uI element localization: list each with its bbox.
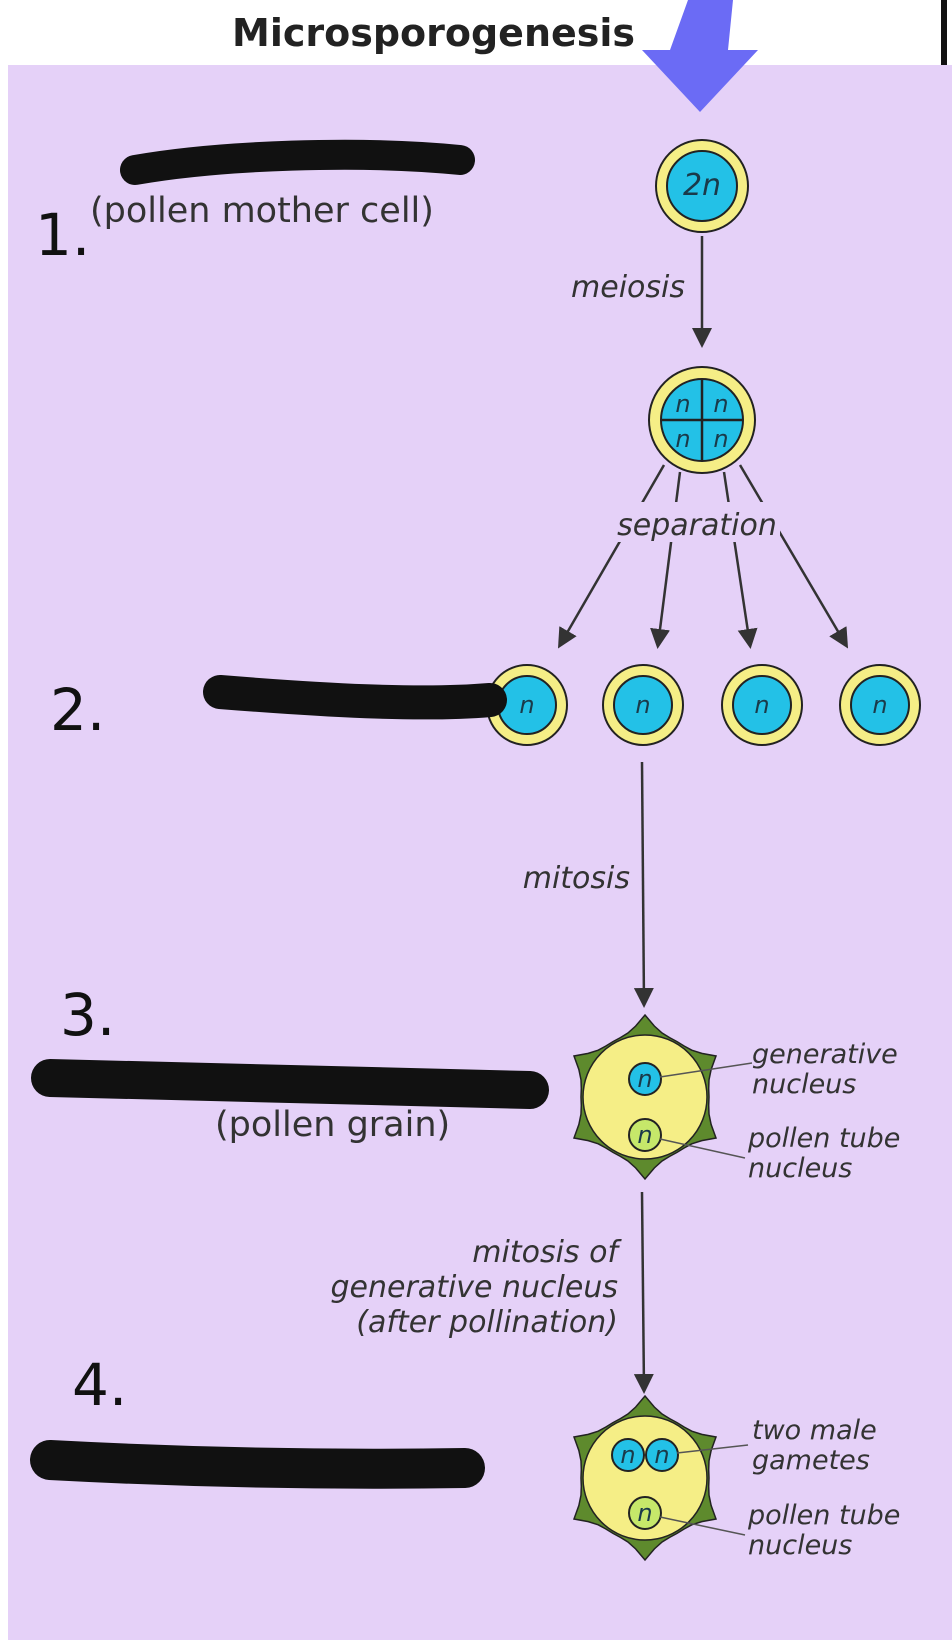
pollen-tube2-label-1: pollen tube bbox=[747, 1500, 900, 1531]
male-gamete-2 bbox=[645, 1438, 679, 1472]
gametes-label-1: two male bbox=[752, 1415, 877, 1446]
pollen-tube-nucleus-n: n bbox=[637, 1121, 652, 1149]
microspore-2: n bbox=[602, 664, 684, 746]
separation-label-bg bbox=[610, 502, 780, 542]
tetrad-n-2: n bbox=[713, 390, 728, 418]
generative-nucleus-n: n bbox=[637, 1065, 652, 1093]
microspore-4: n bbox=[839, 664, 921, 746]
generative-mitosis-arrow bbox=[633, 1191, 654, 1394]
male-gamete-1 bbox=[611, 1438, 645, 1472]
pollen-tube-nucleus-2 bbox=[628, 1496, 662, 1530]
redaction-scribble-1 bbox=[120, 139, 475, 185]
handwritten-number-4: 4. bbox=[72, 1351, 127, 1419]
tetrad-n-4: n bbox=[713, 425, 728, 453]
male-gamete-2-n: n bbox=[654, 1441, 669, 1469]
ploidy-2n-label: 2n bbox=[683, 168, 721, 203]
separation-arrow-3 bbox=[722, 471, 758, 649]
pollen-mother-cell-label: (pollen mother cell) bbox=[90, 191, 434, 231]
pollen-tube-label-1: pollen tube bbox=[747, 1123, 900, 1154]
separation-arrow-1 bbox=[557, 464, 666, 649]
generative-mitosis-label-1: mitosis of bbox=[472, 1235, 622, 1270]
tetrad-n-1: n bbox=[675, 390, 690, 418]
gametes-label-2: gametes bbox=[752, 1445, 870, 1476]
pollen-tube-nucleus-2-n: n bbox=[637, 1499, 652, 1527]
mitosis-label: mitosis bbox=[523, 861, 630, 896]
redaction-scribble-2 bbox=[203, 675, 507, 720]
microspore-1-n: n bbox=[519, 691, 534, 719]
redaction-scribble-4 bbox=[30, 1440, 485, 1489]
microspore-3: n bbox=[721, 664, 803, 746]
male-gamete-1-n: n bbox=[620, 1441, 635, 1469]
separation-arrow-2 bbox=[650, 471, 682, 649]
generative-nucleus bbox=[628, 1062, 662, 1096]
mitosis-arrow bbox=[633, 761, 654, 1008]
handwritten-number-2: 2. bbox=[50, 676, 105, 744]
pollen-tube-nucleus bbox=[628, 1118, 662, 1152]
right-edge-bar bbox=[941, 0, 947, 65]
microspore-2-n: n bbox=[635, 691, 650, 719]
diagram-panel bbox=[8, 65, 952, 1640]
pollen-mother-cell: 2n bbox=[655, 139, 749, 233]
generative-label-2: nucleus bbox=[752, 1069, 856, 1100]
redaction-scribble-3 bbox=[31, 1059, 549, 1109]
pollen-grain-label: (pollen grain) bbox=[215, 1105, 450, 1145]
generative-label-1: generative bbox=[752, 1039, 898, 1070]
pollen-tube-label-2: nucleus bbox=[748, 1153, 852, 1184]
diagram-title: Microsporogenesis bbox=[232, 11, 635, 55]
mature-pollen-grain: n n n bbox=[572, 1394, 749, 1562]
pollen-grain: n n bbox=[572, 1013, 753, 1181]
microspore-4-n: n bbox=[872, 691, 887, 719]
microspore-3-n: n bbox=[754, 691, 769, 719]
entry-arrow bbox=[642, 0, 758, 112]
separation-label: separation bbox=[617, 508, 777, 543]
generative-mitosis-label-3: (after pollination) bbox=[356, 1305, 618, 1340]
tetrad-n-3: n bbox=[675, 425, 690, 453]
handwritten-number-1: 1. bbox=[35, 201, 90, 269]
separation-arrow-4 bbox=[738, 464, 849, 649]
meiosis-label: meiosis bbox=[571, 270, 685, 305]
pollen-tube2-label-2: nucleus bbox=[748, 1530, 852, 1561]
generative-mitosis-label-2: generative nucleus bbox=[331, 1270, 619, 1305]
tetrad-cell: n n n n bbox=[648, 366, 756, 474]
handwritten-number-3: 3. bbox=[60, 981, 115, 1049]
